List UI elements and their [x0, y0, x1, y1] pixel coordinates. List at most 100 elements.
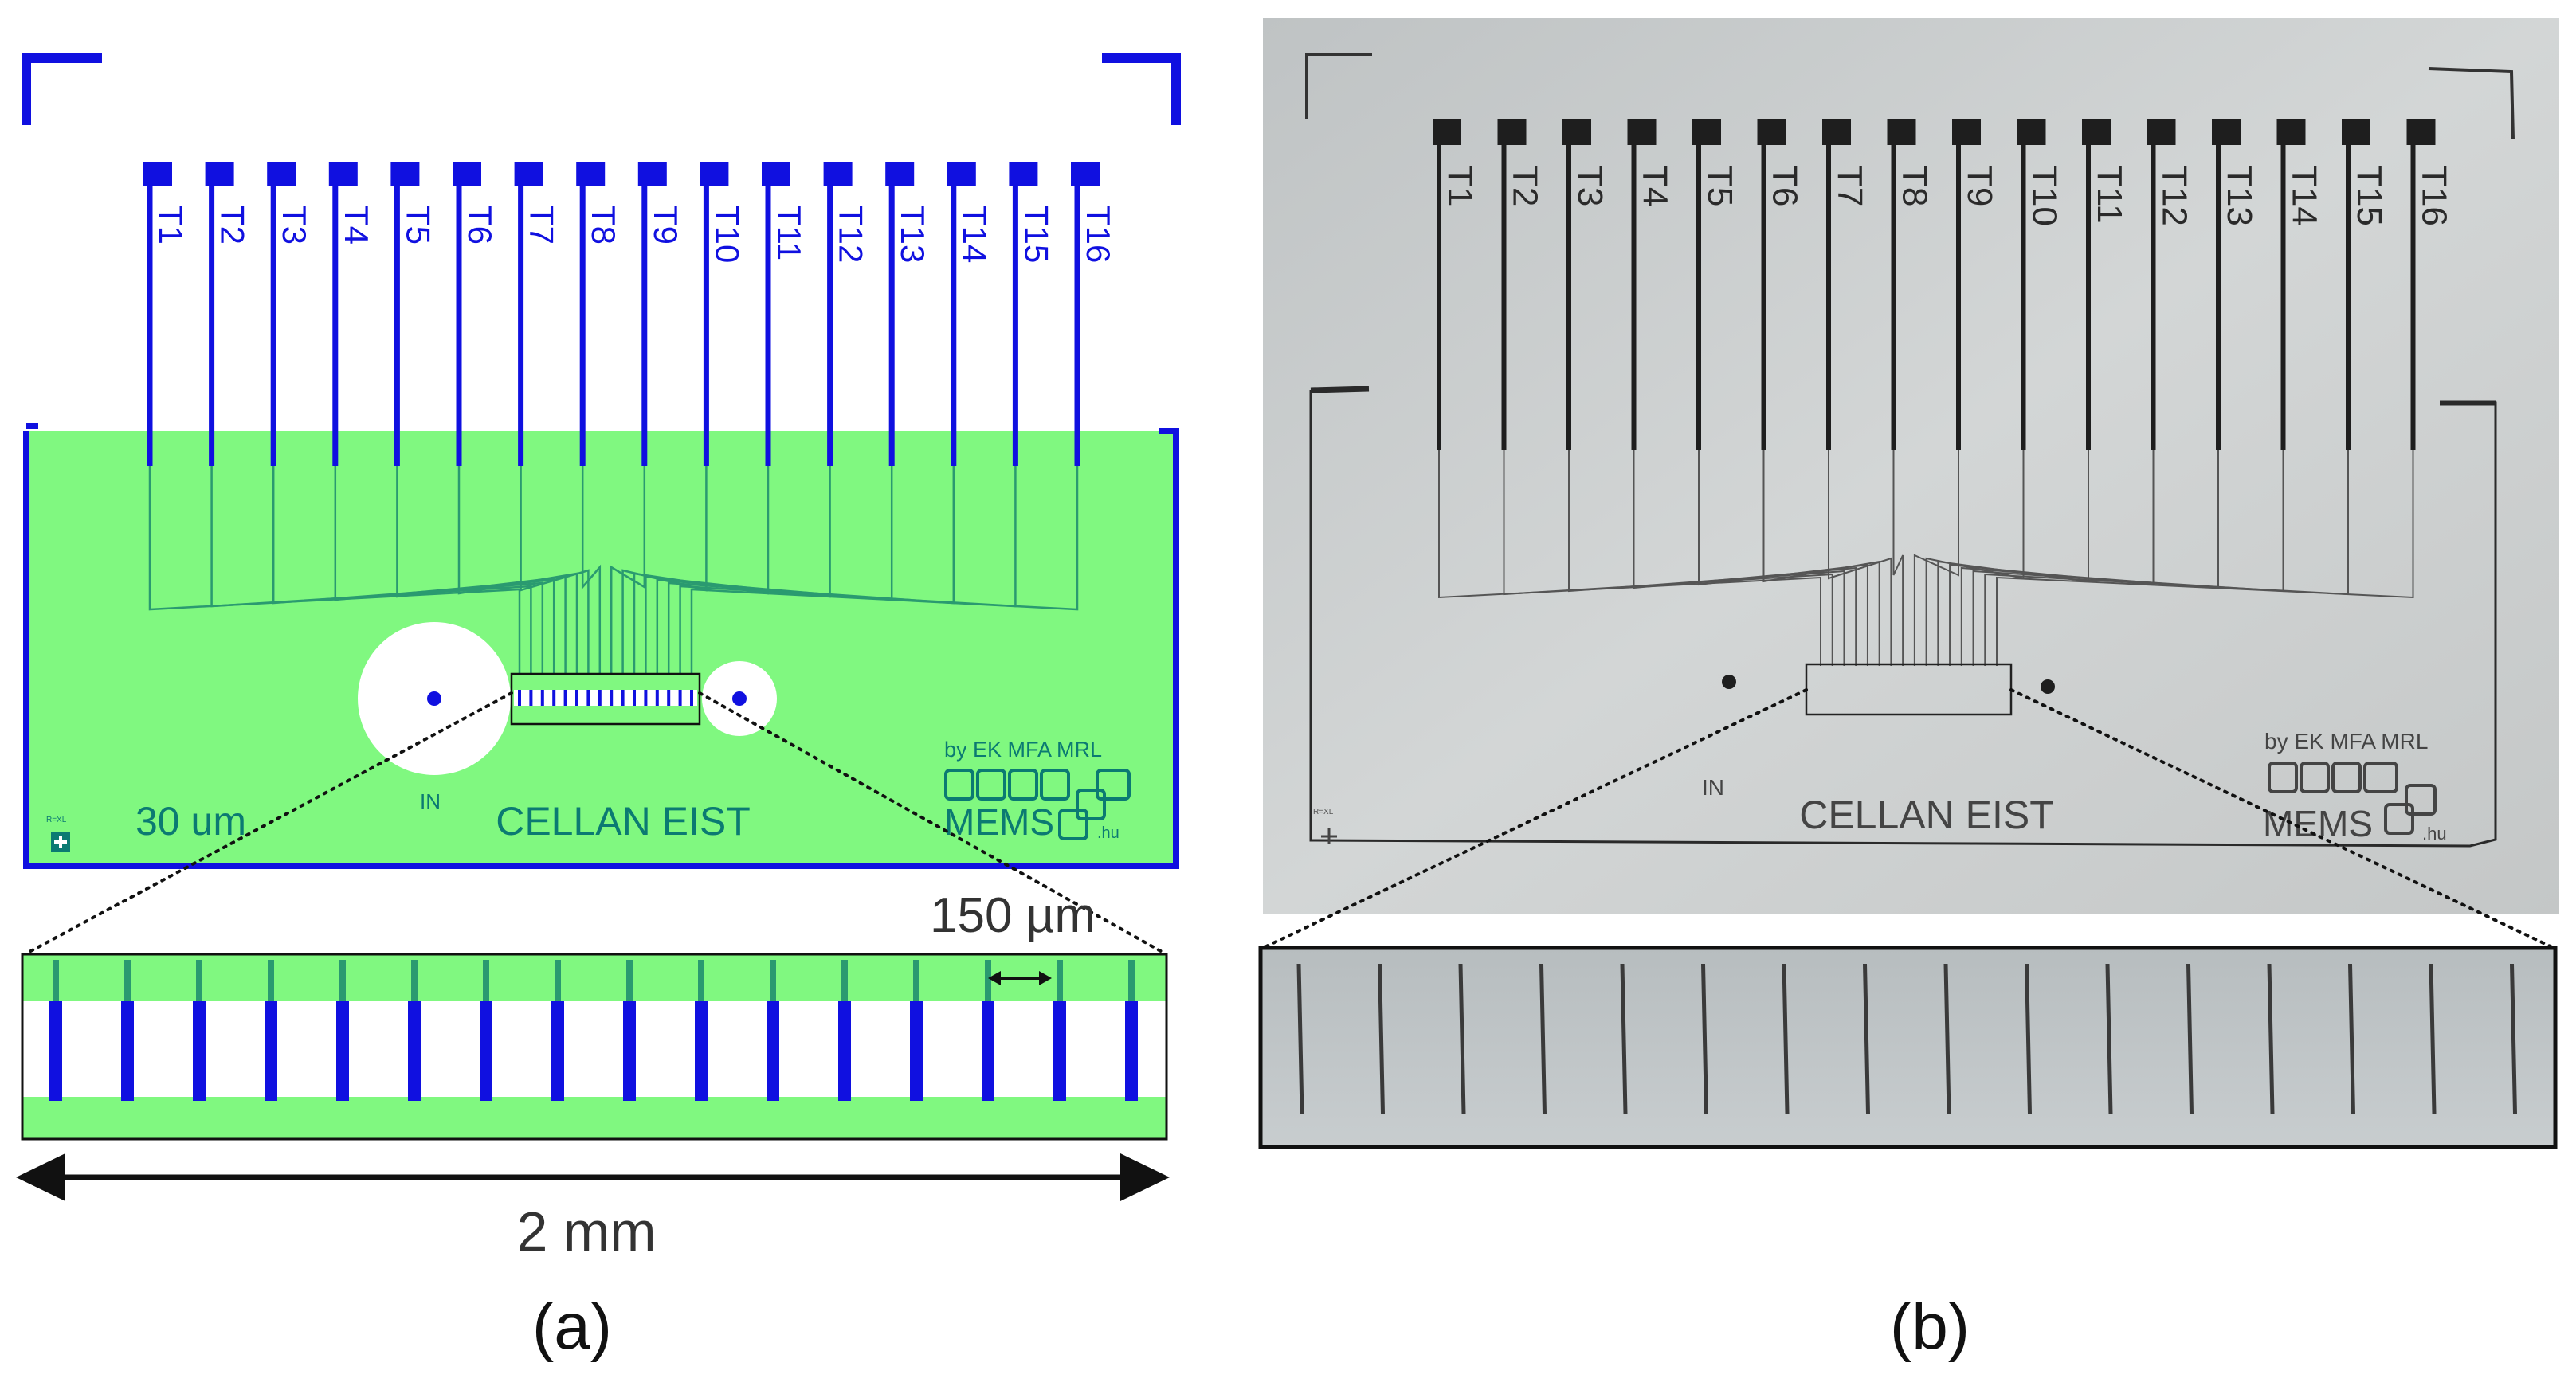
electrode-pad-11: [762, 162, 790, 186]
photo-electrode-pad-14: [2276, 119, 2306, 145]
electrode-array-ticks: [518, 690, 693, 706]
zoom-electrode-trace-6: [411, 960, 418, 1001]
electrode-pad-1: [143, 162, 172, 186]
zoom-electrode-13: [910, 1001, 923, 1101]
photo-electrode-label-5: T5: [1700, 166, 1739, 206]
electrode-label-9: T9: [647, 206, 684, 245]
zoom-electrode-trace-11: [770, 960, 776, 1001]
zoom-electrode-trace-5: [339, 960, 346, 1001]
routing-trace-7: [520, 466, 590, 675]
electrode-pad-5: [390, 162, 420, 186]
photo-zoom-electrode-9: [1943, 963, 1951, 1114]
electrode-pad-7: [514, 162, 543, 186]
zoom-electrode-trace-1: [53, 960, 59, 1001]
photo-electrode-label-2: T2: [1506, 166, 1545, 206]
photo-electrode-label-14: T14: [2285, 166, 2324, 226]
photo-electrode-label-4: T4: [1636, 166, 1675, 206]
zoom-line-right: [698, 691, 1166, 955]
zoom-electrode-5: [336, 1001, 349, 1101]
photo-electrode-label-10: T10: [2025, 166, 2064, 226]
photo-zoom-electrode-10: [2025, 963, 2032, 1114]
photo-zoom-electrode-14: [2348, 963, 2355, 1114]
routing-trace-14: [667, 466, 955, 675]
photo-zoom-electrode-11: [2105, 963, 2113, 1114]
alignment-bracket-top-left: [22, 53, 102, 125]
routing-trace-9: [610, 466, 646, 675]
zoom-electrode-trace-13: [913, 960, 919, 1001]
photo-routing-trace-8: [1892, 450, 1904, 666]
photo-electrode-pad-12: [2147, 119, 2176, 145]
inlet-marker-dot: [427, 691, 441, 706]
photo-zoom-electrode-12: [2186, 963, 2194, 1114]
credits-label: by EK MFA MRL: [944, 738, 1102, 762]
photo-zoom-electrode-13: [2267, 963, 2275, 1114]
routing-traces: [148, 466, 1079, 675]
zoom-electrode-trace-9: [626, 960, 633, 1001]
electrode-pad-15: [1009, 162, 1038, 186]
routing-trace-8: [581, 466, 602, 675]
photo-electrode-pad-4: [1627, 119, 1657, 145]
electrode-pad-2: [205, 162, 234, 186]
photo-electrode-label-16: T16: [2415, 166, 2454, 226]
zoom-electrode-10: [695, 1001, 708, 1101]
photo-routing-trace-4: [1633, 450, 1857, 666]
photo-electrode-label-13: T13: [2220, 166, 2259, 226]
photo-zoom-electrode-15: [2429, 963, 2437, 1114]
credits-boxes: [944, 769, 1131, 840]
photo-credits-boxes: [2268, 762, 2437, 835]
photo-inlet-label: IN: [1702, 775, 1724, 800]
panel-caption-a: (a): [532, 1290, 612, 1363]
zoom-electrode-16: [1125, 1001, 1138, 1101]
zoom-electrode-trace-7: [483, 960, 489, 1001]
photo-substrate-mark: [1310, 386, 1370, 393]
photo-zoom-electrode-3: [1458, 963, 1466, 1114]
photo-zoom-line-right: [2009, 688, 2555, 949]
photo-electrode-pad-13: [2212, 119, 2241, 145]
photo-electrode-label-7: T7: [1830, 166, 1869, 206]
zoom-electrode-trace-15: [1057, 960, 1063, 1001]
photo-electrode-label-3: T3: [1570, 166, 1610, 206]
photo-cross-mark-icon: [1321, 828, 1337, 844]
zoom-electrode-trace-2: [124, 960, 131, 1001]
photo-electrode-pad-9: [1952, 119, 1981, 145]
electrode-pad-10: [700, 162, 729, 186]
panel-caption-b: (b): [1890, 1290, 1970, 1363]
photo-routing-trace-9: [1913, 450, 1959, 666]
electrode-label-12: T12: [833, 206, 870, 263]
routing-trace-4: [334, 466, 555, 675]
electrode-pad-16: [1071, 162, 1100, 186]
zoom-electrode-2: [121, 1001, 134, 1101]
photo-zoom-electrode-2: [1378, 963, 1385, 1114]
zoom-electrode-11: [767, 1001, 779, 1101]
zoom-electrode-trace-3: [196, 960, 202, 1001]
electrode-label-10: T10: [708, 206, 746, 263]
photo-zoom-electrode-4: [1539, 963, 1547, 1114]
zoom-electrode-trace-10: [698, 960, 704, 1001]
photo-electrode-pad-7: [1822, 119, 1851, 145]
photo-electrode-pad-16: [2406, 119, 2436, 145]
pitch-arrow-icon: [988, 971, 1052, 985]
electrode-pad-12: [823, 162, 853, 186]
electrode-label-3: T3: [276, 206, 313, 245]
electrode-array-channel: [514, 690, 697, 706]
substrate-area: [26, 431, 1176, 866]
corner-mark-label: R=XL: [46, 816, 67, 824]
photo-electrode-label-12: T12: [2155, 166, 2194, 226]
scale-label: 2 mm: [517, 1200, 657, 1263]
pitch-label: 150 µm: [930, 888, 1096, 943]
electrode-label-15: T15: [1017, 206, 1055, 263]
photo-zoom-electrode-1: [1296, 963, 1304, 1114]
photo-inlet-dot: [1722, 675, 1736, 689]
photo-electrode-pad-1: [1433, 119, 1461, 145]
photo-lab-logo-suffix: .hu: [2422, 824, 2447, 844]
electrode-pad-6: [453, 162, 481, 186]
routing-trace-5: [396, 466, 567, 675]
photo-routing-trace-7: [1828, 450, 1892, 666]
zoom-inset-a: [21, 953, 1168, 1141]
electrode-label-8: T8: [585, 206, 622, 245]
cross-mark-icon: [51, 832, 70, 852]
